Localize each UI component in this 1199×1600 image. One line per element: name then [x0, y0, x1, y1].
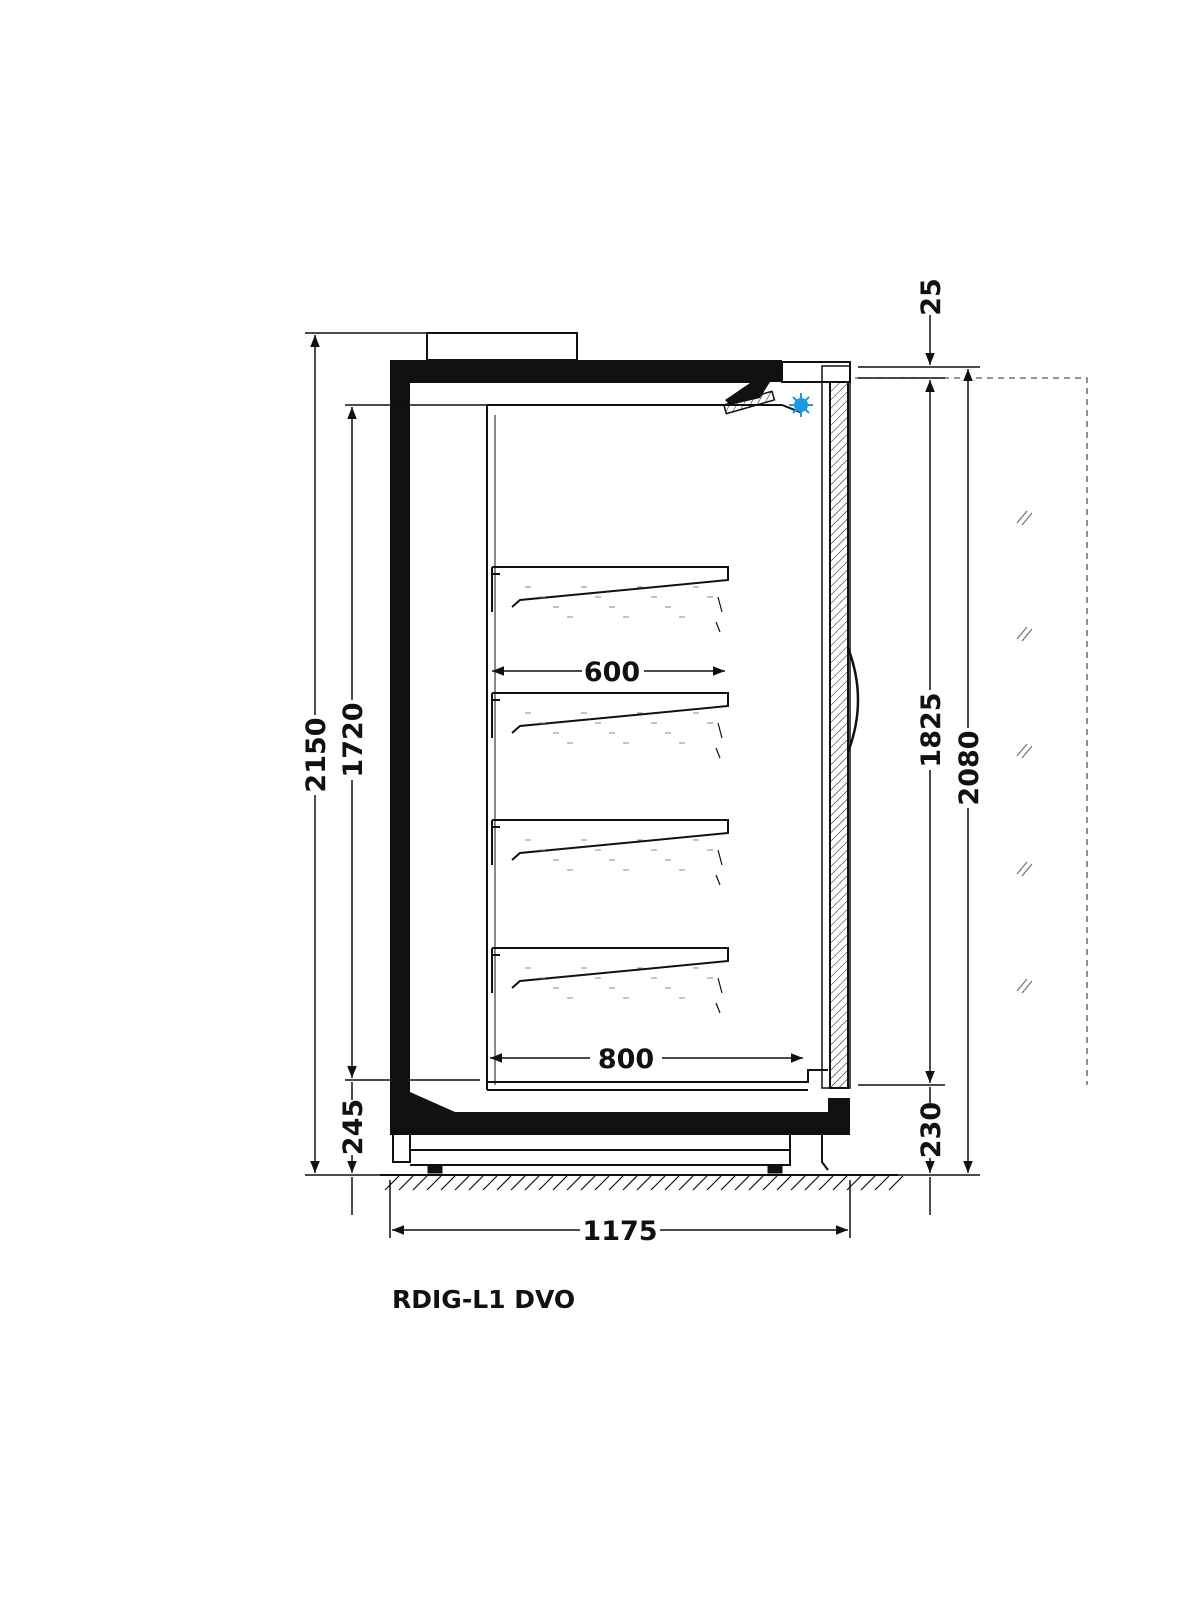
ground-hatch-line	[650, 1175, 666, 1191]
ground-hatch-line	[398, 1175, 414, 1191]
ground-hatch-line	[524, 1175, 540, 1191]
dim-door-opening-height: 1825	[916, 692, 947, 767]
glass-marks	[1016, 510, 1033, 994]
ground-hatch-line	[384, 1175, 400, 1191]
door-frame	[821, 365, 851, 1089]
ground-hatch-line	[426, 1175, 442, 1191]
foot-left	[427, 1164, 443, 1174]
top-right-frame	[781, 361, 851, 383]
ground-hatch-line	[692, 1175, 708, 1191]
dim-base-height-left: 245	[338, 1099, 369, 1155]
dim-top-offset: 25	[916, 278, 947, 316]
glass-reflection-mark	[1016, 743, 1033, 759]
glass-door	[829, 381, 849, 1089]
ground-hatch-line	[412, 1175, 428, 1191]
ground-hatch-line	[440, 1175, 456, 1191]
shelf	[491, 947, 729, 1014]
ground-hatch-line	[734, 1175, 750, 1191]
ground-hatch-line	[776, 1175, 792, 1191]
ground-hatch-line	[846, 1175, 862, 1191]
bottom-deck	[487, 1069, 828, 1091]
ground-hatch-line	[454, 1175, 470, 1191]
dim-total-depth: 1175	[582, 1216, 657, 1247]
cabinet-body	[390, 332, 860, 1174]
evaporator-grille	[722, 390, 776, 415]
glass-reflection-mark	[1016, 861, 1033, 877]
ground-hatch-line	[874, 1175, 890, 1191]
ground-hatch-line	[636, 1175, 652, 1191]
ground-hatch-line	[482, 1175, 498, 1191]
ground-hatch-line	[748, 1175, 764, 1191]
ground-hatch-line	[538, 1175, 554, 1191]
dim-door-height: 2080	[954, 730, 985, 805]
shelf	[491, 819, 729, 886]
model-title: RDIG-L1 DVO	[392, 1285, 575, 1314]
door-handle	[846, 647, 860, 753]
fan-icon	[789, 393, 813, 417]
shelves	[491, 566, 729, 1014]
ground-hatch-line	[888, 1175, 904, 1191]
ground-hatch-line	[706, 1175, 722, 1191]
ground-hatch-line	[790, 1175, 806, 1191]
ground-hatch-line	[594, 1175, 610, 1191]
ground-hatch-line	[510, 1175, 526, 1191]
ground-hatch-line	[678, 1175, 694, 1191]
floor-line	[380, 1174, 904, 1191]
glass-reflection-mark	[1016, 626, 1033, 642]
ground-hatch-line	[818, 1175, 834, 1191]
dim-bottom-deck-depth: 800	[598, 1044, 654, 1075]
dim-interior-height: 1720	[338, 702, 369, 777]
cabinet-shell	[390, 360, 850, 1135]
ground-hatch-line	[664, 1175, 680, 1191]
dim-total-height: 2150	[301, 717, 332, 792]
shelf	[491, 692, 729, 759]
ground-hatch-line	[580, 1175, 596, 1191]
roof-unit	[426, 332, 578, 361]
ground-hatch-line	[468, 1175, 484, 1191]
dim-base-height-right: 230	[916, 1102, 947, 1158]
ground-hatch-line	[552, 1175, 568, 1191]
ground-hatch-line	[804, 1175, 820, 1191]
ground-hatch-line	[622, 1175, 638, 1191]
glass-reflection-mark	[1016, 510, 1033, 526]
cabinet-base	[392, 1135, 829, 1171]
glass-reflection-mark	[1016, 978, 1033, 994]
ground-hatch-line	[720, 1175, 736, 1191]
ground-hatch-line	[860, 1175, 876, 1191]
ground-hatch-line	[566, 1175, 582, 1191]
ground-hatch-line	[608, 1175, 624, 1191]
ground-hatch-line	[496, 1175, 512, 1191]
ground-hatch-line	[832, 1175, 848, 1191]
foot-right	[767, 1164, 783, 1174]
air-duct-back	[486, 404, 801, 1090]
shelf	[491, 566, 729, 633]
ground-hatch-line	[762, 1175, 778, 1191]
dim-shelf-depth: 600	[584, 657, 640, 688]
